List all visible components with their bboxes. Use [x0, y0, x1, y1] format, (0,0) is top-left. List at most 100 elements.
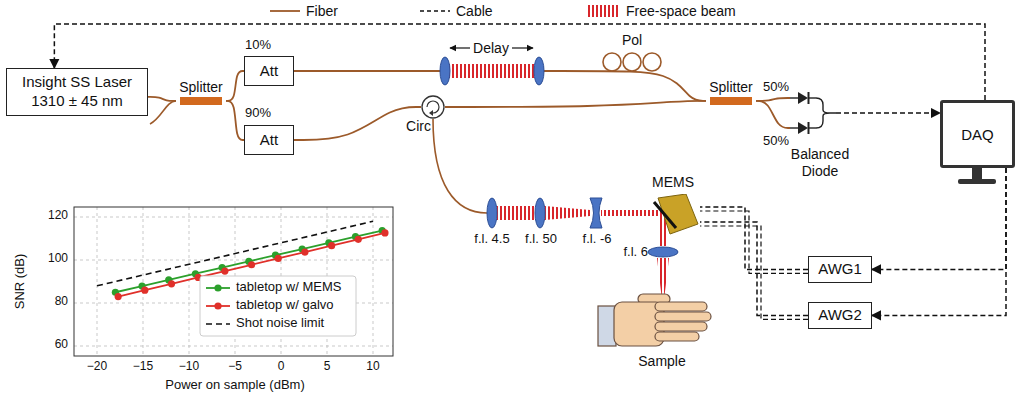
fiber [150, 101, 176, 124]
split-ratio: 50% [762, 134, 790, 149]
fiber-connector [294, 107, 421, 140]
legend-sample [206, 302, 230, 309]
node-label: Balanced Diode [778, 146, 862, 180]
tick-label: −5 [228, 360, 242, 374]
snr-chart [74, 207, 393, 356]
delay-arrow [450, 47, 470, 48]
part-label: Delay [473, 40, 509, 56]
grid-line [74, 217, 393, 218]
grid-line [143, 207, 144, 356]
fiber-splitter: Splitter [706, 80, 756, 106]
chart-legend-box [200, 276, 356, 336]
fiber-splitter: Splitter [176, 80, 226, 106]
hand-sample [598, 294, 711, 346]
lens [648, 247, 678, 257]
cable-connector [700, 222, 808, 315]
axis-title: Power on sample (dBm) [165, 378, 304, 393]
fiber-connector [445, 101, 706, 107]
lens [534, 57, 544, 85]
tick-label: 5 [324, 360, 331, 374]
mems-mirror: MEMS [650, 194, 700, 236]
legend-text: Free-space beam [626, 3, 736, 19]
legend-samples [206, 284, 230, 324]
data-point [355, 236, 362, 243]
part-label: f.l. -6 [583, 232, 612, 247]
data-point [381, 229, 388, 236]
free-space-beam [448, 64, 536, 78]
lens [535, 198, 545, 228]
component-box: AWG1 [808, 256, 872, 283]
delay-arrow [512, 47, 533, 48]
node-label: AWG2 [818, 306, 862, 325]
mems-mirror-symbol [650, 194, 700, 236]
tick-label: −20 [87, 360, 107, 374]
data-point [141, 287, 148, 294]
fiber-connector [226, 71, 244, 101]
grid [74, 207, 393, 356]
tick-label: 10 [366, 360, 379, 374]
node-label: AWG1 [818, 260, 862, 279]
grid-line [74, 346, 393, 347]
fiber [433, 119, 487, 213]
cable-connector [700, 207, 808, 269]
component-box: AWG2 [808, 302, 872, 329]
free-space-beam [497, 206, 535, 220]
cable-strand [700, 226, 808, 319]
lens [487, 198, 497, 228]
data-point [168, 280, 175, 287]
splitter-bar [710, 97, 752, 105]
component-box: Insight SS Laser 1310 ± 45 nm [6, 68, 148, 116]
splitter-bar [180, 97, 222, 105]
grid-line [373, 207, 374, 356]
cable-connector [872, 168, 1006, 269]
node-label: Insight SS Laser 1310 ± 45 nm [11, 73, 143, 111]
sample-arm [433, 119, 678, 300]
photodiode-symbols [790, 86, 836, 142]
tick-label: 60 [55, 338, 68, 352]
legend-sample [588, 5, 620, 17]
lens [440, 57, 450, 85]
free-space-beam [545, 206, 590, 220]
cable-strand [700, 211, 808, 273]
part-label: f.l. 50 [525, 232, 557, 247]
component-box: Att [244, 56, 294, 86]
split-ratio: 90% [244, 106, 272, 121]
concave-lens [590, 198, 602, 228]
node-label: MEMS [652, 174, 694, 190]
node-label: Splitter [709, 80, 753, 95]
legend-sample [420, 11, 450, 12]
cable-connector [54, 24, 985, 100]
grid-line [189, 207, 190, 356]
node-label: Splitter [179, 80, 223, 95]
node-label: DAQ [961, 126, 994, 143]
legend-text: Fiber [306, 3, 338, 19]
cable-connector [872, 168, 1006, 315]
part-label: Sample [638, 353, 685, 369]
polarization-controller [603, 53, 661, 71]
circulator-symbol [421, 95, 445, 119]
cable-connector [836, 112, 940, 114]
daq-monitor: DAQ [940, 100, 1015, 168]
data-point [221, 268, 228, 275]
data-point [275, 255, 282, 262]
fiber-connector [226, 101, 244, 140]
legend-text: Cable [456, 3, 493, 19]
data-point [301, 248, 308, 255]
legend-text: tabletop w/ MEMS [236, 280, 342, 295]
fiber-connector [756, 101, 790, 128]
fiber-connector [148, 97, 176, 101]
tick-label: 120 [48, 209, 68, 223]
split-ratio: 10% [244, 38, 272, 53]
part-label: f.l. 4.5 [474, 232, 509, 247]
data-point [328, 242, 335, 249]
plot-frame [74, 207, 393, 356]
legend-sample [270, 11, 300, 12]
legend-sample [206, 324, 230, 325]
grid-line [97, 207, 98, 356]
legend-text: tabletop w/ galvo [236, 298, 334, 313]
tick-label: 80 [55, 295, 68, 309]
tick-label: −10 [179, 360, 199, 374]
node-label: Att [260, 131, 278, 150]
node-label: Att [260, 62, 278, 81]
